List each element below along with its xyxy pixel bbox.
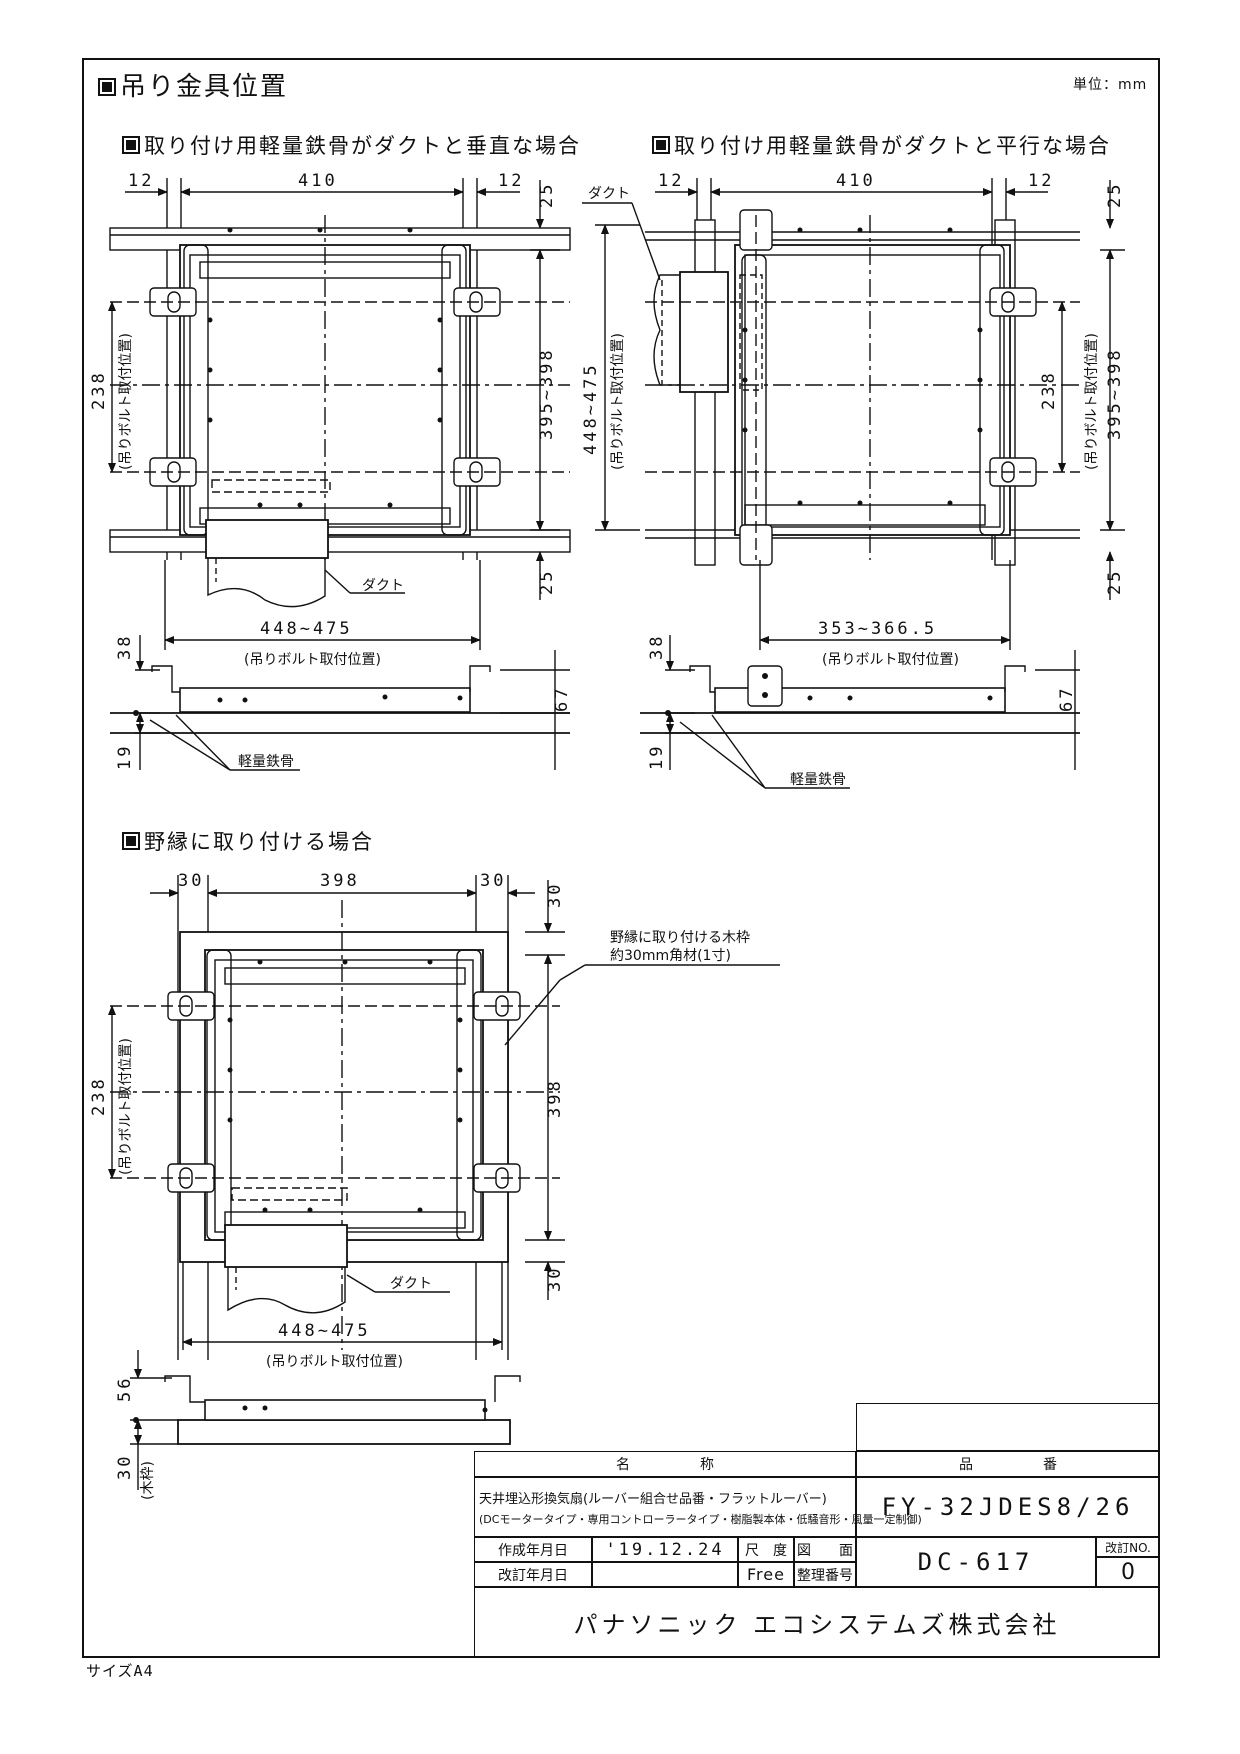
dim-238-n: 238 (89, 1076, 109, 1116)
dim-67: 67 (552, 686, 572, 712)
dim-25-top-p: 25 (1105, 182, 1125, 208)
control-label: 整理番号 (794, 1562, 856, 1587)
bolt-pos-label: (吊りボルト取付位置) (244, 652, 381, 668)
dim-448-475: 448~475 (260, 619, 353, 639)
square-bullet-icon (122, 136, 140, 154)
dim-398-v: 398 (545, 1078, 565, 1118)
part-number: FY-32JDES8/26 (856, 1477, 1160, 1537)
scale-label: 尺 度 (738, 1537, 794, 1562)
drawing-number: DC-617 (856, 1537, 1096, 1587)
dim-395-398: 395~398 (537, 347, 557, 440)
plan-view-perpendicular (108, 178, 571, 650)
section-view-parallel (640, 635, 1080, 789)
section-view-nobuchi (130, 1350, 521, 1490)
light-steel-label-p: 軽量鉄骨 (790, 772, 846, 788)
section-view-perpendicular (110, 635, 570, 771)
dim-448-475-p: 448~475 (581, 362, 601, 455)
dim-398-h: 398 (320, 871, 360, 891)
dim-395-398-p: 395~398 (1105, 347, 1125, 440)
created-date: '19.12.24 (592, 1537, 738, 1562)
dim-19: 19 (115, 744, 135, 770)
bolt-pos-label-p: (吊りボルト取付位置) (822, 652, 959, 668)
dim-238: 238 (89, 370, 109, 410)
product-name-line2: (DCモータータイプ・専用コントローラータイプ・樹脂製本体・低騒音形・風量一定制… (479, 1512, 922, 1526)
dim-448-475-n: 448~475 (278, 1321, 371, 1341)
dim-353-366: 353~366.5 (818, 619, 937, 639)
duct-label: ダクト (362, 578, 404, 594)
part-header: 品 番 (856, 1451, 1160, 1477)
dim-30-top: 30 (545, 882, 565, 908)
wood-frame-label-2: 約30mm角材(1寸) (610, 948, 731, 964)
duct-label-p: ダクト (588, 186, 630, 202)
company-name: パナソニック エコシステムズ株式会社 (474, 1587, 1160, 1658)
scale-value: Free (738, 1562, 794, 1587)
rev-value: 0 (1096, 1557, 1160, 1587)
dim-38-p: 38 (647, 634, 667, 660)
dim-19-p: 19 (647, 744, 667, 770)
revised-label: 改訂年月日 (474, 1562, 592, 1587)
dim-12-left: 12 (128, 171, 154, 191)
drawing-label: 図 面 (794, 1537, 856, 1562)
dim-410: 410 (298, 171, 338, 191)
square-bullet-icon (98, 78, 116, 96)
bolt-pos-vertical: (吊りボルト取付位置) (118, 333, 134, 470)
dim-25-bottom-p: 25 (1105, 569, 1125, 595)
dim-30-left: 30 (178, 871, 204, 891)
drawing-title: 吊り金具位置 (98, 66, 288, 103)
square-bullet-icon (122, 832, 140, 850)
plan-view-nobuchi (108, 875, 780, 1360)
bolt-pos-vertical-n: (吊りボルト取付位置) (118, 1038, 134, 1175)
drawing-title-text: 吊り金具位置 (120, 72, 289, 102)
dim-30-right: 30 (480, 871, 506, 891)
rev-label: 改訂NO. (1096, 1537, 1160, 1557)
dim-25-bottom: 25 (537, 569, 557, 595)
name-header: 名 称 (474, 1451, 856, 1477)
dim-12-right-p: 12 (1028, 171, 1054, 191)
section-heading-perpendicular: 取り付け用軽量鉄骨がダクトと垂直な場合 (122, 130, 581, 160)
light-steel-label: 軽量鉄骨 (238, 754, 294, 770)
paper-size-label: サイズA4 (86, 1662, 154, 1680)
title-block-blank (856, 1403, 1160, 1451)
bolt-pos-vertical-p: (吊りボルト取付位置) (1084, 333, 1100, 470)
dim-56: 56 (115, 1376, 135, 1402)
dim-410-p: 410 (836, 171, 876, 191)
created-label: 作成年月日 (474, 1537, 592, 1562)
square-bullet-icon (652, 136, 670, 154)
dim-30-bottom: 30 (545, 1266, 565, 1292)
dim-30-wood: 30 (115, 1454, 135, 1480)
section-heading-nobuchi: 野縁に取り付ける場合 (122, 826, 374, 856)
section-heading-parallel: 取り付け用軽量鉄骨がダクトと平行な場合 (652, 130, 1111, 160)
bolt-pos-label-n: (吊りボルト取付位置) (266, 1354, 403, 1370)
dim-12-left-p: 12 (658, 171, 684, 191)
product-name-line1: 天井埋込形換気扇(ルーバー組合せ品番・フラットルーバー) (479, 1491, 827, 1507)
wood-label: (木枠) (140, 1461, 156, 1500)
revised-date (592, 1562, 738, 1587)
dim-67-p: 67 (1057, 686, 1077, 712)
dim-38: 38 (115, 634, 135, 660)
dim-238-p: 238 (1039, 370, 1059, 410)
dim-12-right: 12 (498, 171, 524, 191)
plan-view-parallel (582, 178, 1125, 650)
dim-25-top: 25 (537, 182, 557, 208)
bolt-pos-vertical-p2: (吊りボルト取付位置) (610, 333, 626, 470)
unit-label: 単位：mm (1073, 77, 1148, 93)
product-name: 天井埋込形換気扇(ルーバー組合せ品番・フラットルーバー) (DCモータータイプ・… (474, 1477, 922, 1537)
duct-label-n: ダクト (390, 1276, 432, 1292)
wood-frame-label-1: 野縁に取り付ける木枠 (610, 930, 750, 946)
